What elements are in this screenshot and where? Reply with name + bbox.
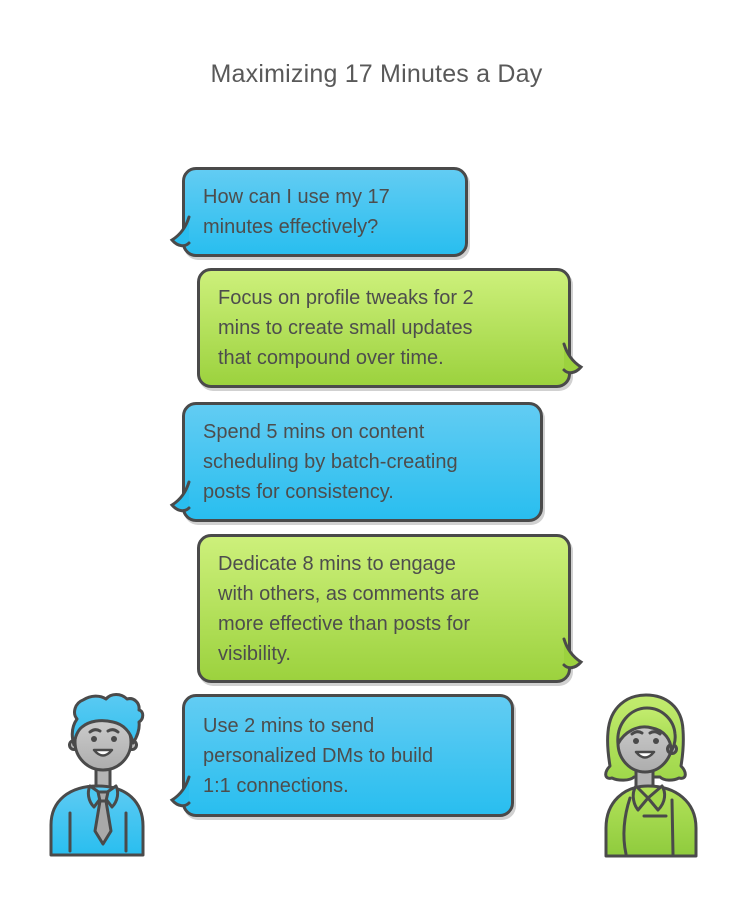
man-avatar — [49, 693, 145, 857]
page-title: Maximizing 17 Minutes a Day — [210, 60, 543, 88]
woman-collar — [631, 784, 650, 812]
chat-bubble-her-1: Focus on profile tweaks for 2 mins to cr… — [197, 268, 584, 388]
bubble-text: How can I use my 17 minutes effectively? — [203, 186, 390, 238]
man-collar — [101, 784, 120, 809]
speech-tail-left-icon — [169, 215, 191, 248]
bubble-text: Spend 5 mins on content scheduling by ba… — [203, 421, 458, 503]
chat-bubble-him-3: Use 2 mins to send personalized DMs to b… — [169, 694, 514, 817]
man-eyebrow — [88, 728, 102, 734]
woman-eye — [653, 738, 659, 744]
woman-collar — [646, 784, 667, 812]
bubble-text: Focus on profile tweaks for 2 mins to cr… — [218, 287, 474, 369]
woman-eye — [633, 738, 639, 744]
woman-fringe — [616, 706, 677, 754]
woman-eyebrow — [648, 730, 662, 736]
man-eyebrow — [106, 728, 120, 734]
chat-bubble-him-1: How can I use my 17 minutes effectively? — [169, 167, 468, 257]
bubble-text: Use 2 mins to send personalized DMs to b… — [203, 714, 434, 797]
woman-blouse-crease — [670, 798, 675, 856]
speech-tail-right-icon — [562, 637, 584, 670]
man-hair — [70, 693, 145, 747]
woman-blouse-crease — [622, 796, 632, 856]
woman-eyebrow — [630, 730, 644, 736]
speech-tail-left-icon — [169, 775, 191, 808]
chat-bubble-her-2: Dedicate 8 mins to engage with others, a… — [197, 534, 584, 683]
man-collar — [86, 784, 105, 809]
bubble-text: Dedicate 8 mins to engage with others, a… — [218, 552, 480, 665]
woman-avatar — [604, 693, 698, 858]
man-tie — [93, 799, 113, 846]
speech-tail-right-icon — [562, 342, 584, 375]
speech-tail-left-icon — [169, 480, 191, 513]
man-eye — [91, 736, 97, 742]
man-smile — [92, 748, 114, 757]
woman-smile — [634, 750, 656, 759]
man-eye — [111, 736, 117, 742]
chat-bubble-him-2: Spend 5 mins on content scheduling by ba… — [169, 402, 543, 522]
